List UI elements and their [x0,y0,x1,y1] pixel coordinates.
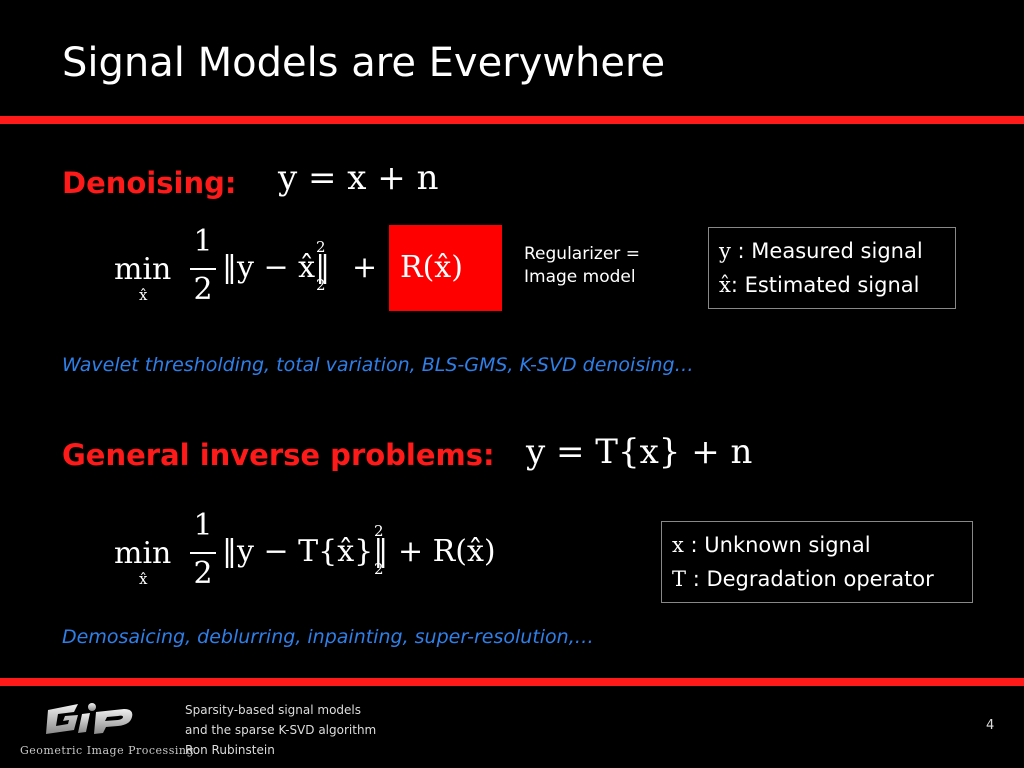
denoising-min-subscript: x̂ [139,286,148,304]
legend-symbol: x̂ [719,273,731,297]
regularizer-note-line: Regularizer = [524,244,640,264]
denoising-examples: Wavelet thresholding, total variation, B… [62,354,694,376]
inverse-fraction-numerator: 1 [193,508,213,543]
legend-row: T : Degradation operator [672,562,962,596]
denoising-norm-superscript: 2 [316,238,326,256]
inverse-regularizer-expression: + R(x̂) [398,534,496,569]
inverse-heading: General inverse problems: [62,438,495,472]
denoising-legend-box: y : Measured signal x̂: Estimated signal [708,227,956,309]
denoising-norm-subscript: 2 [316,276,326,294]
legend-row: y : Measured signal [719,234,945,268]
footer-divider [0,678,1024,686]
legend-text: : Degradation operator [686,567,934,591]
inverse-fraction-bar [190,552,216,554]
denoising-regularizer-expression: R(x̂) [400,250,463,285]
logo-caption: Geometric Image Processing [20,744,194,757]
legend-text: : Estimated signal [730,273,920,297]
denoising-model-equation: y = x + n [278,158,439,198]
inverse-min-label: min [114,536,172,571]
regularizer-highlight-box [389,225,502,311]
legend-row: x : Unknown signal [672,528,962,562]
denoising-heading: Denoising: [62,166,237,200]
gip-logo [40,700,140,740]
denoising-norm-expression: ‖y − x̂‖ [222,250,331,285]
inverse-norm-superscript: 2 [374,522,384,540]
denoising-fraction-numerator: 1 [193,224,213,259]
inverse-min-subscript: x̂ [139,570,148,588]
footer-line: and the sparse K-SVD algorithm [185,723,377,737]
legend-symbol: y [719,239,731,263]
legend-text: : Unknown signal [683,533,871,557]
denoising-fraction-denominator: 2 [193,272,213,307]
legend-symbol: x [672,533,684,557]
footer-line: Ron Rubinstein [185,743,275,757]
inverse-norm-subscript: 2 [374,560,384,578]
title-divider [0,116,1024,124]
gip-logo-mark-icon [46,703,133,734]
regularizer-note-line: Image model [524,267,636,287]
regularizer-note: Regularizer = Image model [524,243,640,289]
slide-title: Signal Models are Everywhere [62,40,666,86]
denoising-plus-sign: + [352,250,378,285]
legend-text: : Measured signal [730,239,923,263]
footer-line: Sparsity-based signal models [185,703,361,717]
legend-row: x̂: Estimated signal [719,268,945,302]
footer-text: Sparsity-based signal models and the spa… [185,700,376,760]
page-number: 4 [986,718,995,733]
inverse-legend-box: x : Unknown signal T : Degradation opera… [661,521,973,603]
inverse-norm-expression: ‖y − T{x̂}‖ [222,534,389,569]
legend-symbol: T [672,567,687,591]
inverse-examples: Demosaicing, deblurring, inpainting, sup… [62,626,594,648]
denoising-fraction-bar [190,268,216,270]
denoising-min-label: min [114,252,172,287]
inverse-fraction-denominator: 2 [193,556,213,591]
inverse-model-equation: y = T{x} + n [526,432,753,472]
